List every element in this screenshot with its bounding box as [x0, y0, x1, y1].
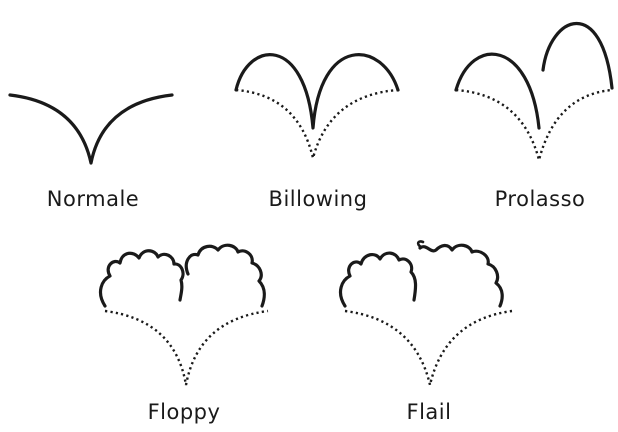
billowing-label: Billowing	[269, 187, 368, 211]
flail-valve-illustration	[341, 241, 512, 385]
normale-valve-illustration	[10, 95, 172, 163]
flail-label: Flail	[407, 400, 452, 424]
normale-label: Normale	[47, 187, 139, 211]
prolasso-valve-illustration	[456, 23, 612, 160]
prolasso-label: Prolasso	[495, 187, 586, 211]
floppy-valve-illustration	[101, 245, 268, 385]
billowing-valve-illustration	[236, 55, 398, 158]
floppy-label: Floppy	[148, 400, 221, 424]
